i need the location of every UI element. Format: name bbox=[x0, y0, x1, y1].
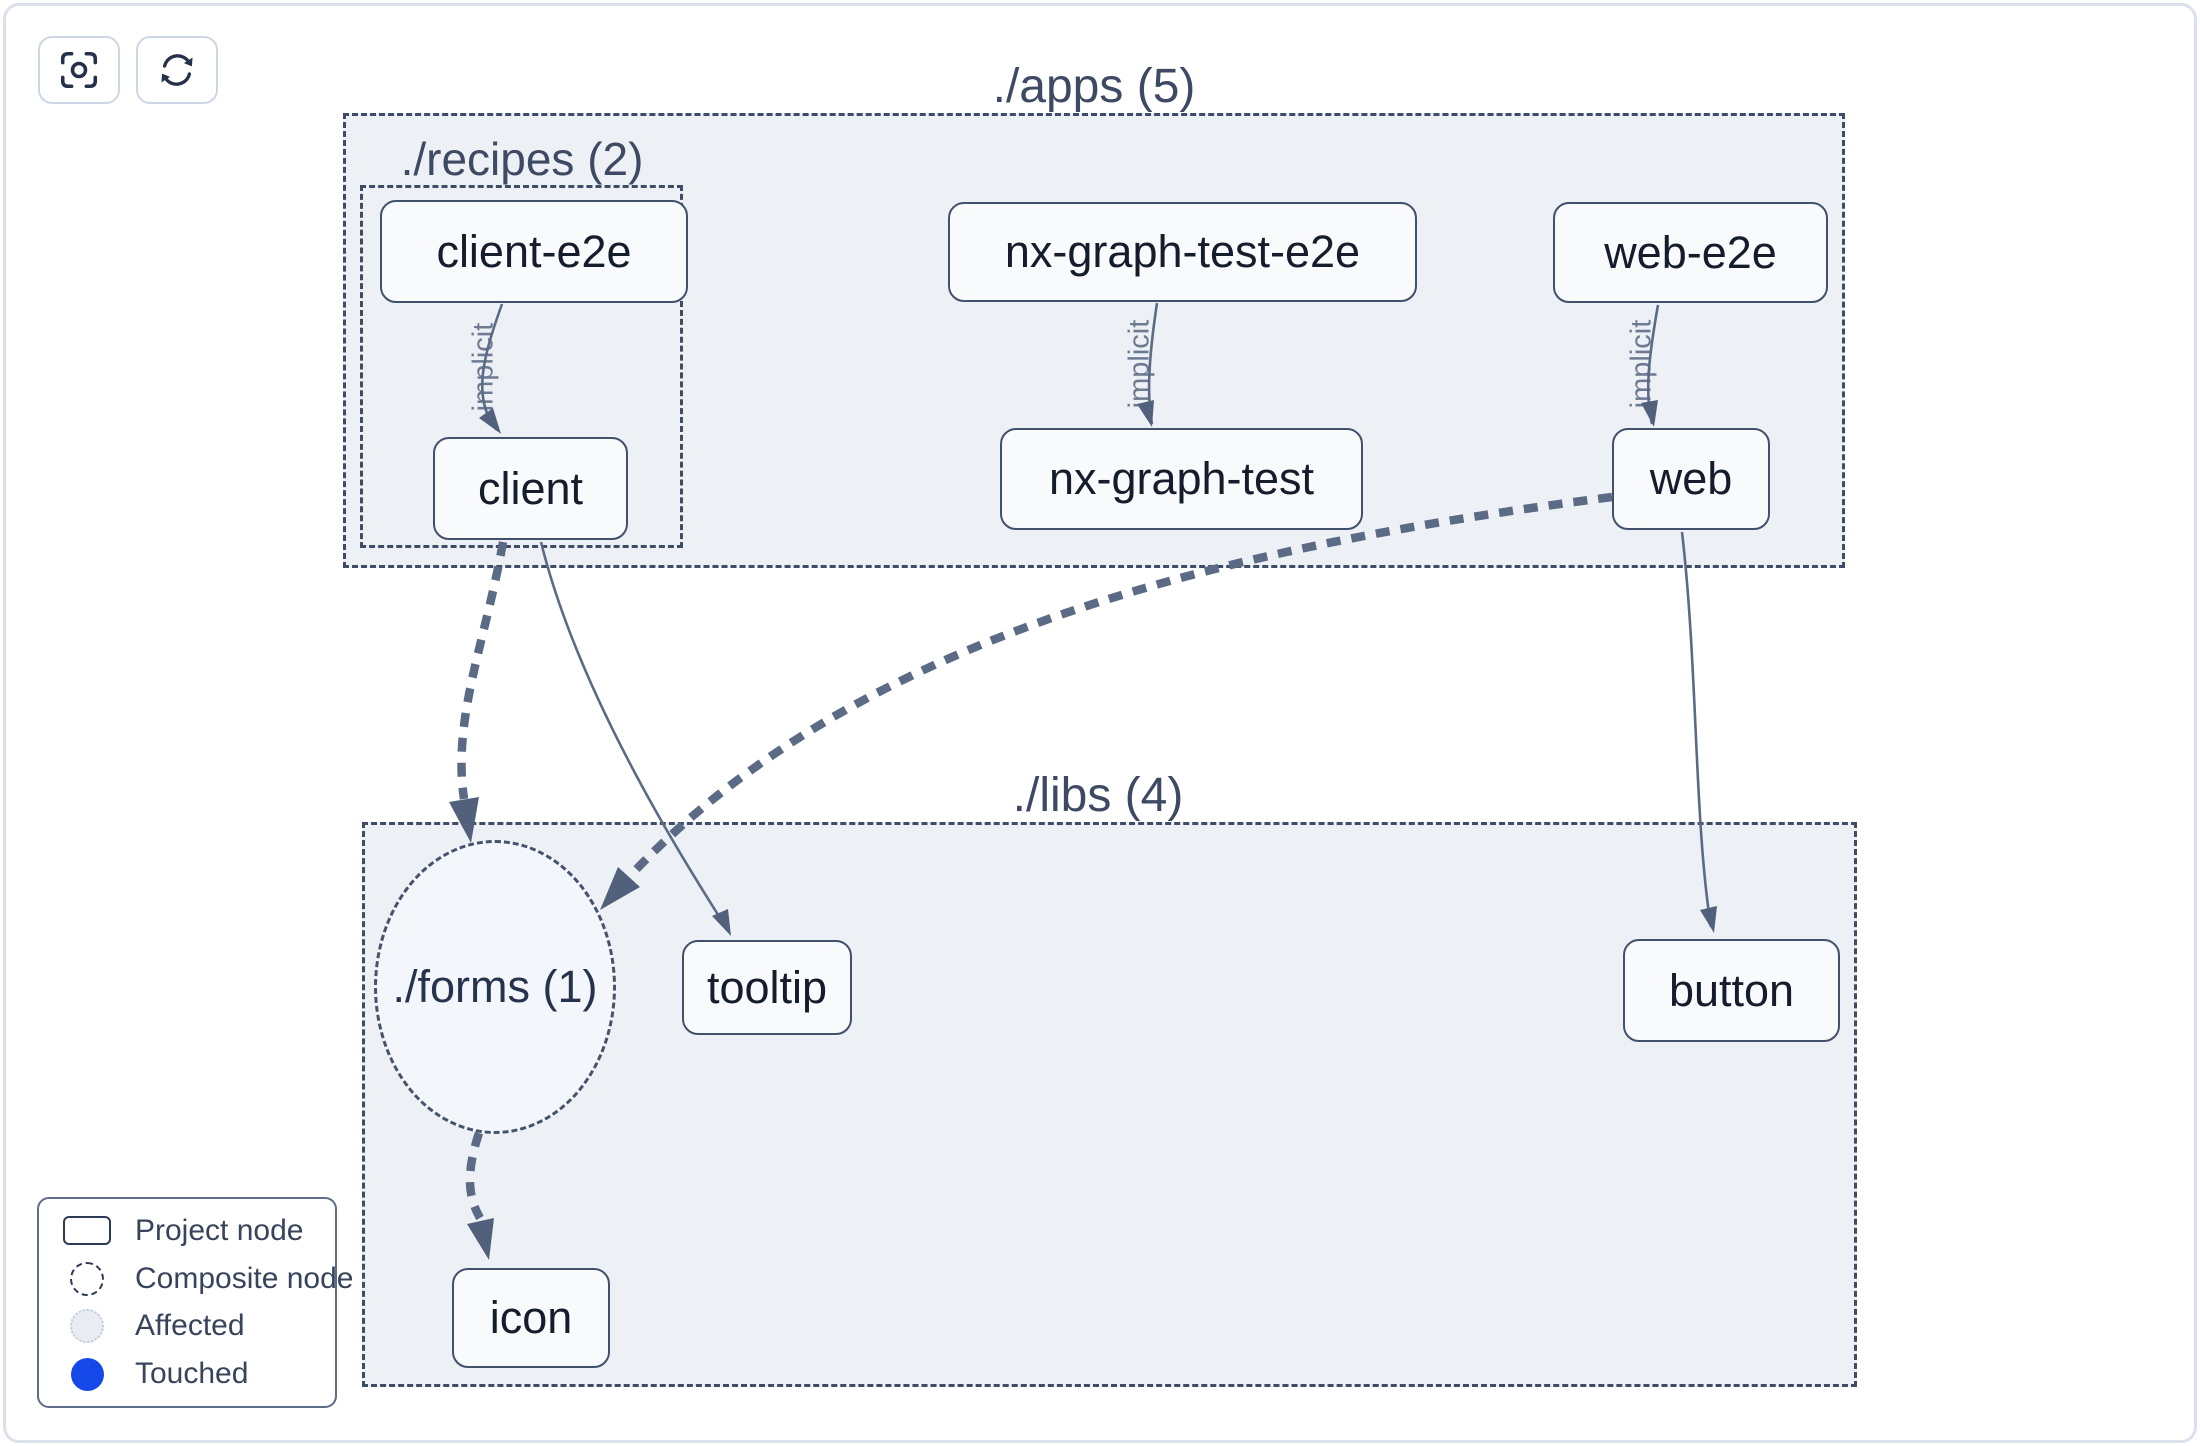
legend: Project node Composite node Affected Tou… bbox=[37, 1197, 353, 1408]
legend-label: Affected bbox=[135, 1309, 245, 1343]
legend-label: Project node bbox=[135, 1213, 304, 1247]
edge-client-to-forms bbox=[457, 541, 508, 800]
affected-swatch bbox=[70, 1309, 104, 1344]
node-web-e2e[interactable]: web-e2e bbox=[1553, 202, 1828, 303]
legend-item-project-node: Project node bbox=[39, 1209, 335, 1253]
node-nx-graph-test[interactable]: nx-graph-test bbox=[1000, 428, 1363, 530]
node-client-e2e[interactable]: client-e2e bbox=[380, 200, 688, 303]
container-label-apps[interactable]: ./apps (5) bbox=[992, 60, 1196, 113]
composite-node-forms[interactable]: ./forms (1) bbox=[374, 840, 616, 1134]
project-node-swatch bbox=[63, 1216, 111, 1246]
legend-label: Touched bbox=[135, 1357, 249, 1391]
legend-item-affected: Affected bbox=[39, 1304, 335, 1348]
container-label-recipes[interactable]: ./recipes (2) bbox=[400, 133, 644, 185]
legend-item-composite-node: Composite node bbox=[39, 1257, 353, 1301]
node-web[interactable]: web bbox=[1612, 428, 1770, 530]
composite-node-swatch bbox=[70, 1261, 104, 1296]
node-client[interactable]: client bbox=[433, 437, 628, 540]
node-nx-graph-test-e2e[interactable]: nx-graph-test-e2e bbox=[948, 202, 1417, 302]
legend-item-touched: Touched bbox=[39, 1352, 335, 1396]
node-button[interactable]: button bbox=[1623, 939, 1840, 1042]
node-icon[interactable]: icon bbox=[452, 1268, 610, 1368]
node-tooltip[interactable]: tooltip bbox=[682, 940, 852, 1035]
focus-icon bbox=[58, 49, 100, 91]
container-recipes bbox=[360, 185, 683, 548]
focus-button[interactable] bbox=[38, 36, 120, 104]
container-label-libs[interactable]: ./libs (4) bbox=[1012, 769, 1184, 822]
refresh-icon bbox=[156, 49, 198, 91]
legend-label: Composite node bbox=[135, 1261, 354, 1295]
touched-swatch bbox=[70, 1357, 104, 1391]
refresh-button[interactable] bbox=[136, 36, 218, 104]
